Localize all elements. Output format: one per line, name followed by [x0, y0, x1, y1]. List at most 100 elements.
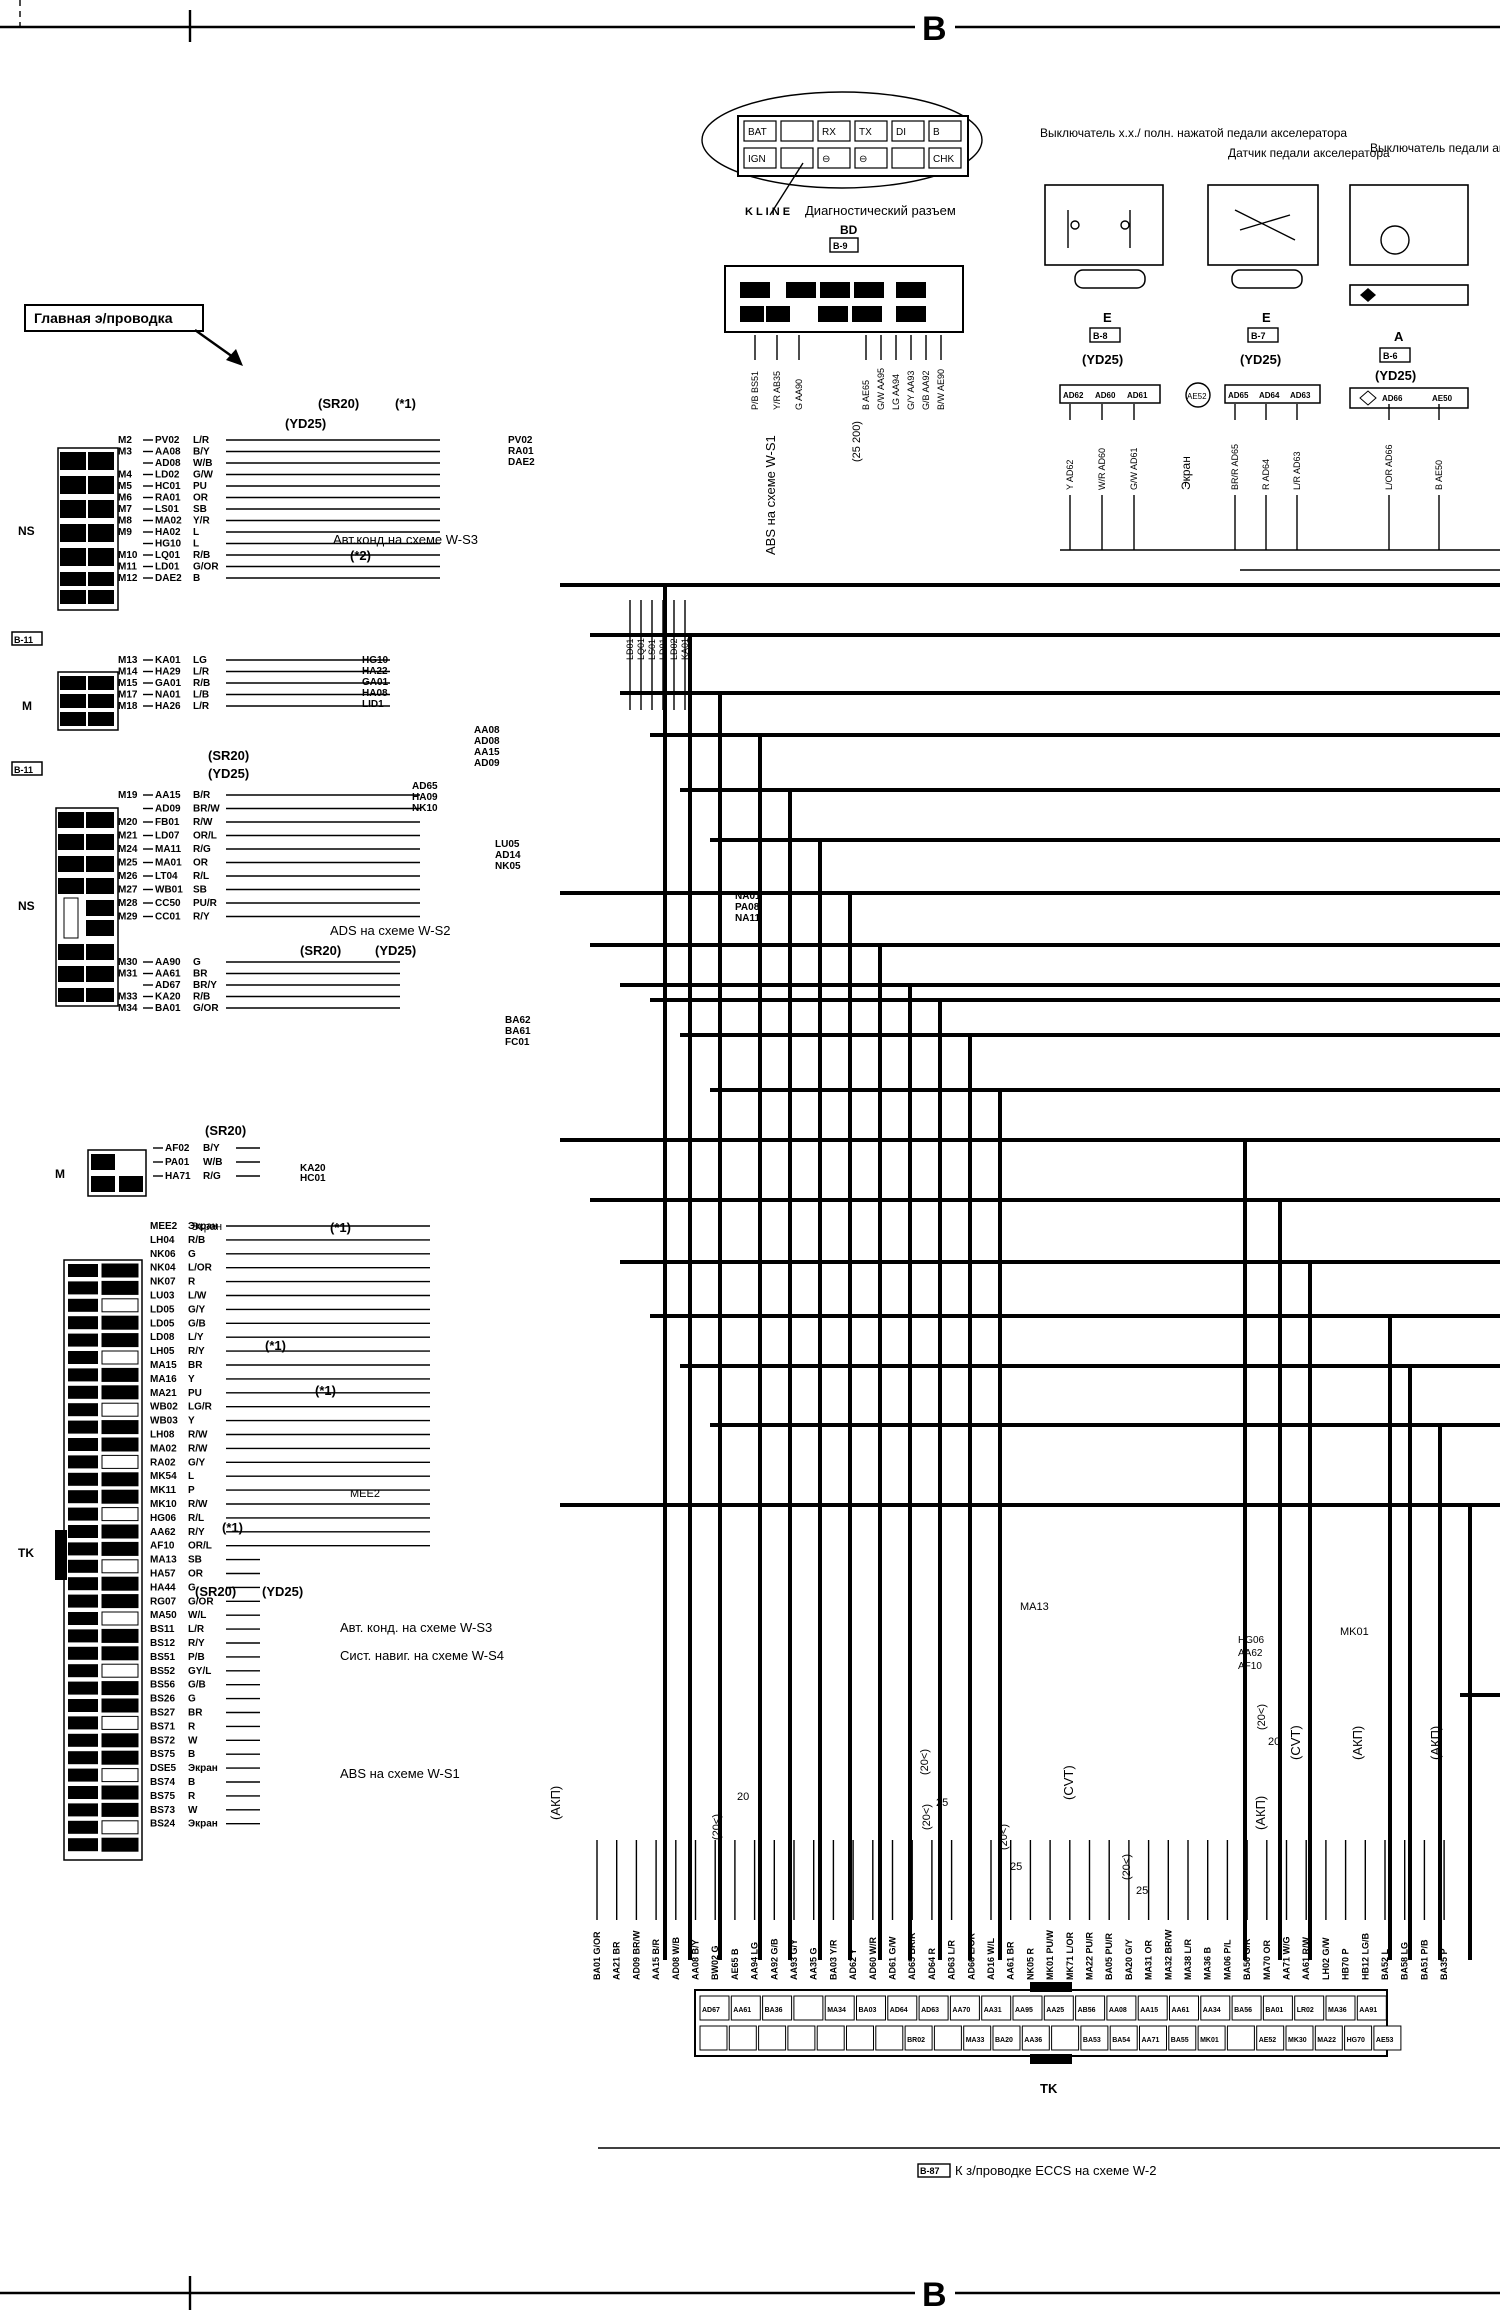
bottom-conn-cell [762, 1995, 793, 2021]
cvt-label-1: (CVT) [1061, 1765, 1076, 1800]
sensor-pin: AD60 [1095, 391, 1116, 400]
bus-code: GA01 [362, 677, 389, 688]
diag-wire: B/W AE90 [936, 369, 946, 410]
wire-color: SB [193, 504, 207, 515]
svg-text:B-11: B-11 [14, 765, 33, 775]
diag-pin-top: DI [896, 127, 906, 138]
tk-wire-color: R/Y [188, 1346, 205, 1357]
bottom-conn-code: MA33 [966, 2037, 985, 2044]
diag-wire: P/B BS51 [750, 371, 760, 410]
bus-code: AA08 [474, 725, 500, 736]
tk-cell [68, 1716, 98, 1730]
tk-wire-color: G [188, 1582, 196, 1593]
bottom-pin-label: MA38 L/R [1183, 1938, 1193, 1980]
tk-wire-code: MA21 [150, 1388, 177, 1399]
pin-label: M25 [118, 858, 138, 869]
bottom-conn-cell [992, 2025, 1021, 2051]
bottom-conn-code: AD64 [890, 2007, 908, 2014]
bottom-conn-cell [1109, 2025, 1138, 2051]
wire-color: LG [193, 655, 207, 666]
wire-code: AA15 [155, 790, 181, 801]
akp-label-1: (АКП) [548, 1786, 563, 1820]
diag-wire: G/Y AA93 [906, 371, 916, 410]
diag-code: BD [840, 223, 858, 237]
bottom-pin-label: MA70 OR [1262, 1939, 1272, 1980]
bus-code: LID1 [362, 699, 384, 710]
bottom-conn-code: LR02 [1297, 2007, 1314, 2014]
tk-wire-color: R/B [188, 1235, 205, 1246]
tk-cell [68, 1351, 98, 1364]
pin-label: M24 [118, 844, 138, 855]
d25d-label-top: (25 200) [851, 421, 863, 462]
wire-code: LT04 [155, 871, 178, 882]
tk-cell [101, 1698, 139, 1713]
pin-label: M27 [118, 885, 138, 896]
bottom-pin-label: HB12 LG/B [1360, 1932, 1370, 1980]
wire-color: R/G [193, 844, 211, 855]
idle-switch-ref: B-8 [1093, 331, 1108, 341]
bottom-conn-cell [699, 2025, 728, 2051]
tk-wire-color: G/Y [188, 1457, 206, 1468]
pin-label: M5 [118, 481, 132, 492]
tk-cell [68, 1455, 98, 1469]
bottom-conn-code: BA01 [1265, 2007, 1283, 2014]
tk-wire-code: BS56 [150, 1680, 175, 1691]
wire-code: HC01 [155, 481, 181, 492]
af10-label: AF10 [1238, 1661, 1262, 1672]
connector-block-ns-2 [55, 807, 119, 1007]
pin-label: M2 [118, 435, 132, 446]
wire-color: B/Y [203, 1143, 220, 1154]
bottom-pin-label: BW02 G [710, 1945, 720, 1980]
wire-code: DAE2 [155, 573, 182, 584]
tk-wire-color: Экран [188, 1221, 218, 1232]
wire-color: R/G [203, 1171, 221, 1182]
diag-pin-cell [743, 147, 777, 169]
trunk-wires [560, 549, 1500, 1960]
tk-wire-color: L/R [188, 1624, 205, 1635]
tk-wire-color: W [188, 1735, 198, 1746]
tk-cell [68, 1525, 98, 1538]
bottom-conn-cell [1344, 2025, 1373, 2051]
sensor-wire: W/R AD60 [1097, 448, 1107, 490]
bottom-conn-cell [1051, 2025, 1080, 2051]
wire-color: PU [193, 481, 207, 492]
wire-code: MA02 [155, 516, 182, 527]
bottom-conn-code: AA08 [1109, 2007, 1127, 2014]
bottom-pin-label: AA92 G/B [769, 1938, 779, 1980]
tk-cell [68, 1403, 98, 1417]
tk-wire-color: B [188, 1749, 195, 1760]
tk-wire-color: OR/L [188, 1541, 212, 1552]
bus-code: HC01 [300, 1173, 326, 1184]
tk-wire-code: BS12 [150, 1638, 175, 1649]
bus-code: AA15 [474, 747, 500, 758]
wire-code: LS01 [155, 504, 179, 515]
tk-wire-code: MA13 [150, 1555, 177, 1566]
pedal-sensor-ref: B-7 [1251, 331, 1266, 341]
tk-wire-color: Y [188, 1416, 195, 1427]
bottom-conn-cell [846, 2025, 874, 2051]
bottom-conn-cell [699, 1995, 730, 2021]
diag-wire: Y/R AB35 [772, 371, 782, 410]
connector-block-m-2 [87, 1149, 147, 1197]
bottom-pin-label: AA15 B/R [651, 1938, 661, 1980]
wire-code: AD09 [155, 804, 181, 815]
tk-wire-color: P/B [188, 1652, 205, 1663]
tk-cell [68, 1664, 98, 1678]
tk-wire-code: AA62 [150, 1527, 176, 1538]
tk-wire-code: HG06 [150, 1513, 177, 1524]
wire-color: G/OR [193, 562, 219, 573]
bottom-conn-cell [949, 1995, 980, 2021]
bottom-pin-label: AD60 W/R [868, 1936, 878, 1980]
tk-cell [101, 1750, 139, 1765]
ref-b11-a: B-11 [11, 631, 43, 646]
tk-cell [101, 1472, 139, 1487]
bus-code: NA11 [735, 913, 760, 924]
pin-label: M13 [118, 655, 138, 666]
abs-note-vertical: ABS на схеме W-S1 [763, 435, 778, 555]
tk-cell [101, 1541, 139, 1556]
tk-wire-code: BS26 [150, 1694, 175, 1705]
tk-wire-color: R [188, 1277, 196, 1288]
wire-code: WB01 [155, 885, 183, 896]
bottom-conn-code: BR02 [907, 2037, 925, 2044]
